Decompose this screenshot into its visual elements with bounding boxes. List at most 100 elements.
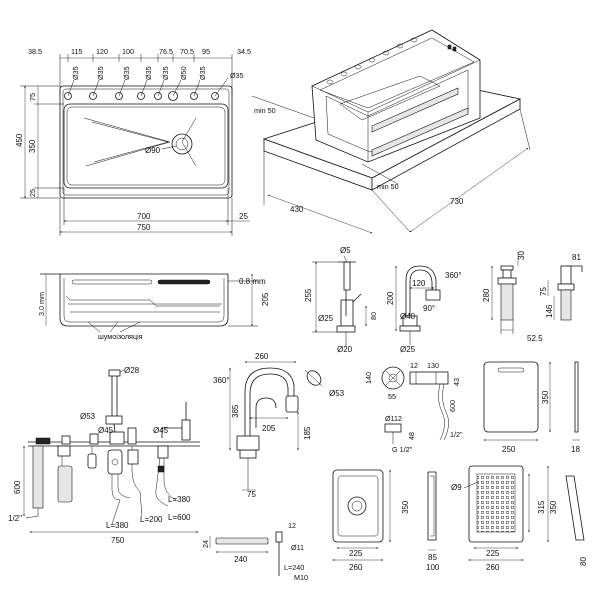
f1-base-d: Ø25 (318, 314, 334, 323)
colander-w1: 225 (486, 549, 500, 558)
soap-holder-drawing: 24 240 (201, 536, 269, 564)
f3-base: 75 (247, 490, 256, 499)
filter-f: Ø112 (385, 414, 402, 423)
hole-leaders (67, 77, 229, 97)
faucet-3-drawing: 260 360° 385 205 185 Ø53 75 (213, 352, 345, 499)
d1-top: 30 (517, 251, 526, 260)
f2-bottom-d: Ø25 (400, 345, 416, 354)
kit-left-d: Ø53 (80, 412, 96, 421)
d1-width: 52.5 (527, 334, 543, 343)
knob-len: L=240 (284, 563, 304, 572)
kit-height: 600 (13, 480, 22, 494)
colander-side: 80 (579, 557, 588, 566)
d1-height: 280 (482, 288, 491, 302)
colander-h1: 315 (537, 500, 546, 514)
kit-pipe: 1/2" (8, 514, 22, 523)
hole-offset-dim: 75 (28, 93, 37, 101)
faucet-1-drawing: 255 Ø5 Ø25 80 Ø20 (304, 246, 378, 354)
f2-angle2: 90° (423, 304, 435, 313)
f2-base-d: Ø40 (400, 312, 416, 321)
board-thickness: 18 (571, 445, 580, 454)
total-width-dim: 750 (137, 223, 151, 232)
iso-min-top: min 50 (254, 106, 276, 115)
top-dim-4: 100 (122, 47, 134, 56)
f1-base-h: 80 (369, 312, 378, 320)
kit-l200: L=200 (140, 515, 163, 524)
kit-width: 750 (111, 536, 125, 545)
sink-section-view: 3.0 mm 0.8 mm 205 шумоізоляція (37, 273, 270, 341)
sink-isometric-view: 430 730 min 50 min 50 (251, 29, 531, 234)
right-rim-dim: 25 (239, 212, 248, 221)
hole-2: Ø35 (96, 66, 105, 80)
hole-6: Ø50 (179, 66, 188, 80)
filter-c: 55 (388, 392, 396, 401)
filter-pipe: 1/2" (450, 430, 463, 439)
knob-thread: M10 (294, 573, 308, 582)
filter-thread: G 1/2" (392, 445, 413, 454)
kit-top-d: Ø28 (124, 366, 140, 375)
top-dim-6: 70.5 (180, 47, 194, 56)
faucet-2-drawing: 360° 120 200 Ø40 90° Ø25 (386, 265, 462, 354)
faucet-holes (64, 91, 219, 101)
f3-angle: 360° (213, 376, 230, 385)
filter-d: 43 (452, 378, 461, 386)
f3-reach: 205 (262, 424, 276, 433)
section-thickness: 3.0 mm (37, 292, 46, 316)
iso-width-dim: 730 (450, 197, 464, 206)
top-dim-3: 120 (96, 47, 108, 56)
bowl-height-dim: 350 (28, 139, 37, 153)
bowl-h: 350 (401, 500, 410, 514)
kit-l600: L=600 (168, 513, 191, 522)
cutting-board-drawing: 350 250 18 (483, 361, 580, 454)
section-sheet: 0.8 mm (239, 277, 266, 286)
kit-mid-d2: Ø45 (153, 426, 169, 435)
d2-h2: 146 (545, 304, 554, 318)
holder-h: 24 (201, 540, 210, 548)
iso-faucet-holes (326, 37, 418, 85)
bowl-w2: 260 (349, 563, 363, 572)
kit-mid-d1: Ø45 (98, 426, 114, 435)
iso-min-bottom: min 50 (377, 182, 399, 191)
bowl-drawing: 225 260 350 85 100 (332, 469, 440, 572)
kit-l380a: L=380 (106, 521, 129, 530)
bowl-width-dim: 700 (137, 212, 151, 221)
f1-bottom-d: Ø20 (337, 345, 353, 354)
filter-drawing: 130 12 140 55 43 600 Ø112 48 G 1/2" 1/2" (364, 361, 463, 454)
colander-h2: 350 (549, 500, 558, 514)
filter-g: 48 (407, 432, 416, 440)
top-dim-7: 95 (202, 47, 210, 56)
f3-h2: 185 (303, 426, 312, 440)
iso-depth-dim: 430 (290, 205, 304, 214)
filter-e: 600 (448, 400, 457, 412)
bowl-side: 100 (426, 563, 440, 572)
top-dim-1: 38.5 (28, 47, 42, 56)
holder-w: 240 (234, 555, 248, 564)
bottom-rim-dim: 25 (28, 189, 37, 197)
hole-8: Ø35 (230, 71, 244, 80)
hole-7: Ø35 (198, 66, 207, 80)
hole-1: Ø35 (71, 66, 80, 80)
f3-top-w: 260 (255, 352, 269, 361)
f2-width: 120 (412, 279, 426, 288)
f1-top-d: Ø5 (340, 246, 351, 255)
f2-angle: 360° (445, 271, 462, 280)
section-depth: 205 (261, 292, 270, 306)
filter-a: 130 (427, 361, 439, 370)
colander-hole: Ø9 (451, 483, 462, 492)
colander-w2: 260 (486, 563, 500, 572)
top-dim-5: 76.5 (159, 47, 173, 56)
drain-diameter: Ø90 (145, 146, 161, 155)
d2-h1: 75 (539, 287, 548, 296)
kit-l380b: L=380 (168, 495, 191, 504)
knob-t: 12 (288, 521, 296, 530)
hole-5: Ø35 (161, 66, 170, 80)
hole-3: Ø35 (122, 66, 131, 80)
filter-b: 140 (364, 372, 373, 384)
filter-h: 12 (410, 361, 418, 370)
f3-sprayer-d: Ø53 (329, 389, 345, 398)
insulation-label: шумоізоляція (98, 332, 143, 341)
faucet-kit-drawing: Ø28 Ø53 Ø45 Ø45 600 (8, 366, 200, 545)
top-dim-8: 34.5 (237, 47, 251, 56)
sink-top-view: 38.5 115 120 100 76.5 70.5 95 34.5 Ø35 Ø… (15, 47, 251, 236)
bowl-w1: 225 (349, 549, 363, 558)
